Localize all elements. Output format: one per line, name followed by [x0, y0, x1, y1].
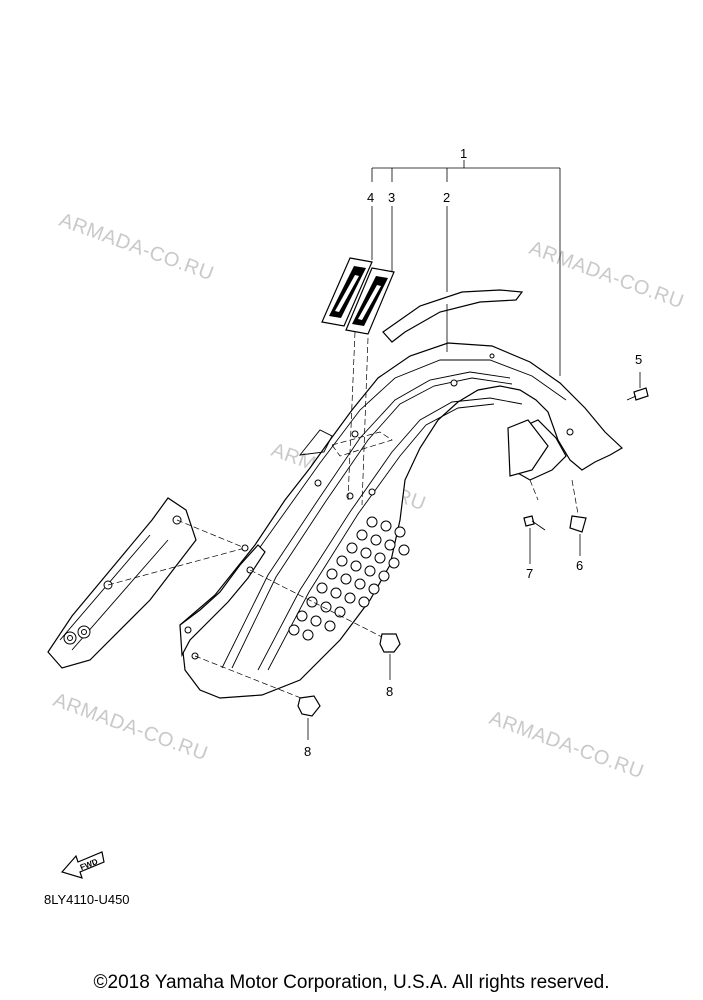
rear-fender [179, 342, 623, 699]
part-8-bolt-upper [249, 569, 401, 680]
part-8-bolt-lower [194, 655, 321, 740]
part-3-emblem [345, 267, 395, 335]
part-6-nut [569, 479, 587, 556]
fender-hole-grid [288, 516, 410, 641]
part-1-leader-bracket [371, 160, 561, 376]
callout-8-lower: 8 [304, 744, 311, 759]
callout-1: 1 [460, 146, 467, 161]
part-5-screw [626, 372, 649, 401]
emblem-placement-guide [331, 331, 393, 506]
callout-7: 7 [526, 566, 533, 581]
part-4-emblem [321, 257, 373, 327]
callout-6: 6 [576, 558, 583, 573]
callout-4: 4 [367, 190, 374, 205]
callout-2: 2 [443, 190, 450, 205]
diagram-code: 8LY4110-U450 [44, 892, 130, 907]
fwd-arrow-icon: FWD [60, 851, 105, 879]
part-7-bolt [523, 515, 546, 564]
fwd-label: FWD [79, 857, 99, 872]
watermark-top-left: ARMADA-CO.RU [56, 209, 216, 285]
copyright-notice: ©2018 Yamaha Motor Corporation, U.S.A. A… [93, 972, 610, 993]
frame-rail [47, 497, 246, 669]
callout-3: 3 [388, 190, 395, 205]
watermark-bottom-left: ARMADA-CO.RU [50, 689, 210, 765]
part-2-fender-strip [382, 289, 524, 343]
callout-5: 5 [635, 352, 642, 367]
callout-8-upper: 8 [386, 684, 393, 699]
rear-stay-bracket [507, 419, 549, 477]
watermark-bottom-right: ARMADA-CO.RU [486, 707, 646, 783]
watermark-top-right: ARMADA-CO.RU [526, 237, 686, 313]
